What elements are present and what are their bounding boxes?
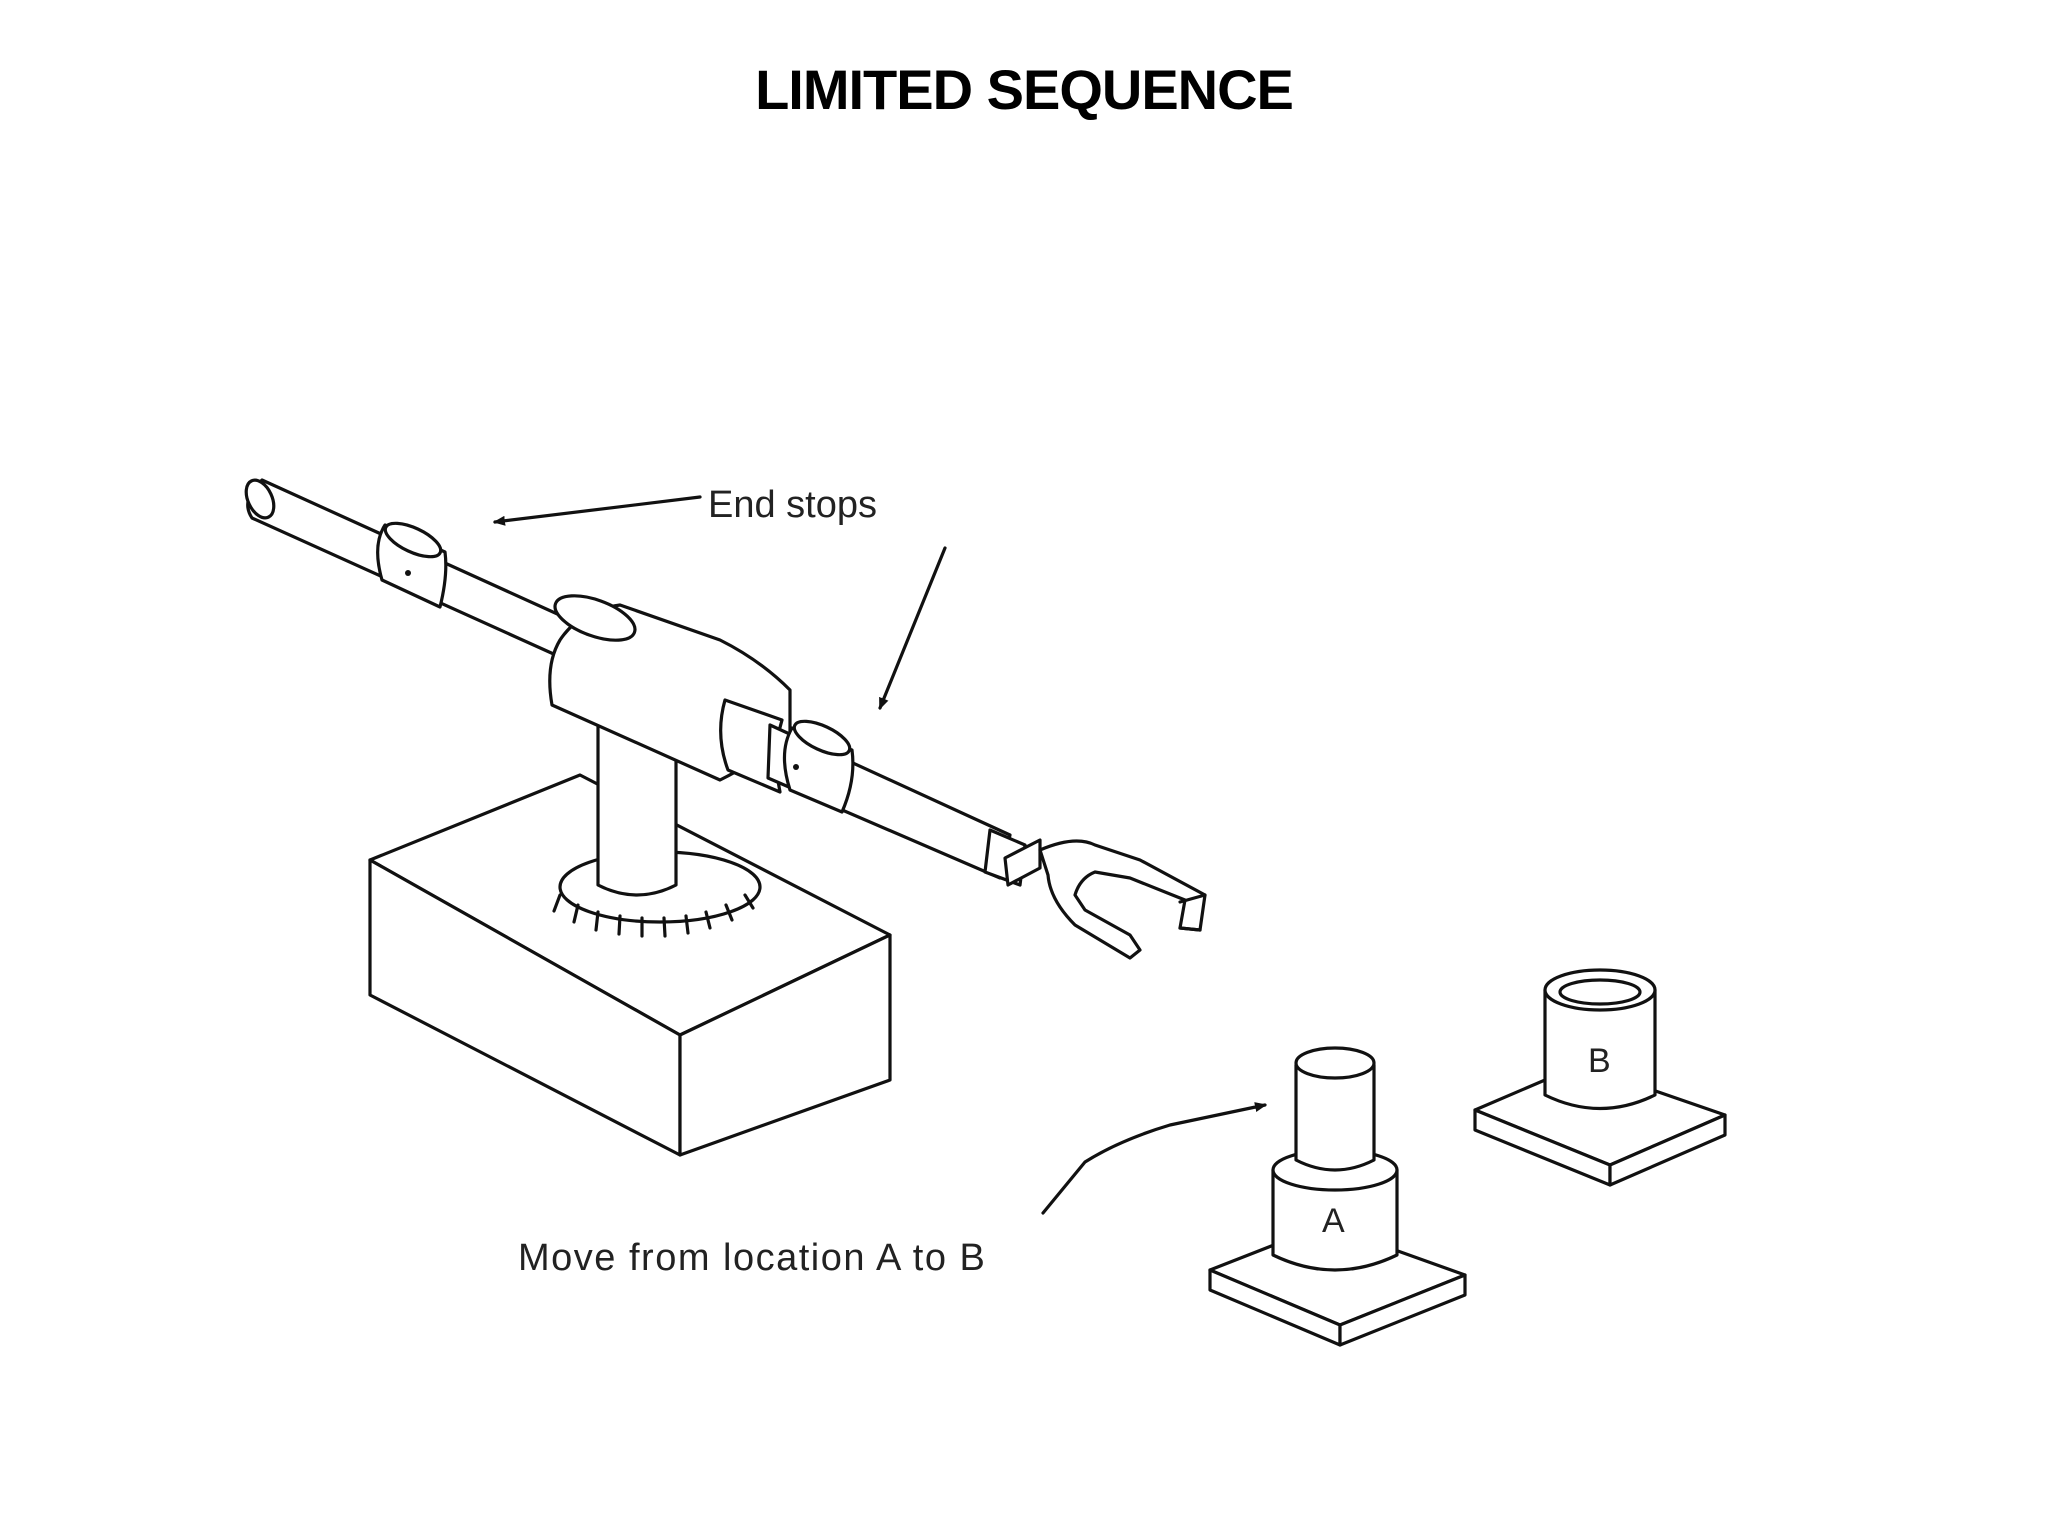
slide-title: LIMITED SEQUENCE (755, 58, 1294, 121)
gripper (1038, 839, 1207, 960)
location-a (1208, 1046, 1467, 1347)
end-stop-front (782, 719, 855, 814)
arrow-end-stop-front (878, 546, 947, 710)
arrow-to-location-a (1041, 1102, 1267, 1215)
end-stops-label: End stops (708, 484, 877, 526)
vertical-column (596, 718, 678, 897)
location-a-label: A (1322, 1202, 1345, 1240)
move-instruction-label: Move from location A to B (518, 1237, 986, 1279)
arrow-end-stop-rear (493, 495, 702, 526)
location-b-label: B (1588, 1042, 1611, 1080)
wrist (983, 828, 1042, 887)
end-stop-rear (376, 521, 448, 609)
location-b (1473, 968, 1727, 1187)
